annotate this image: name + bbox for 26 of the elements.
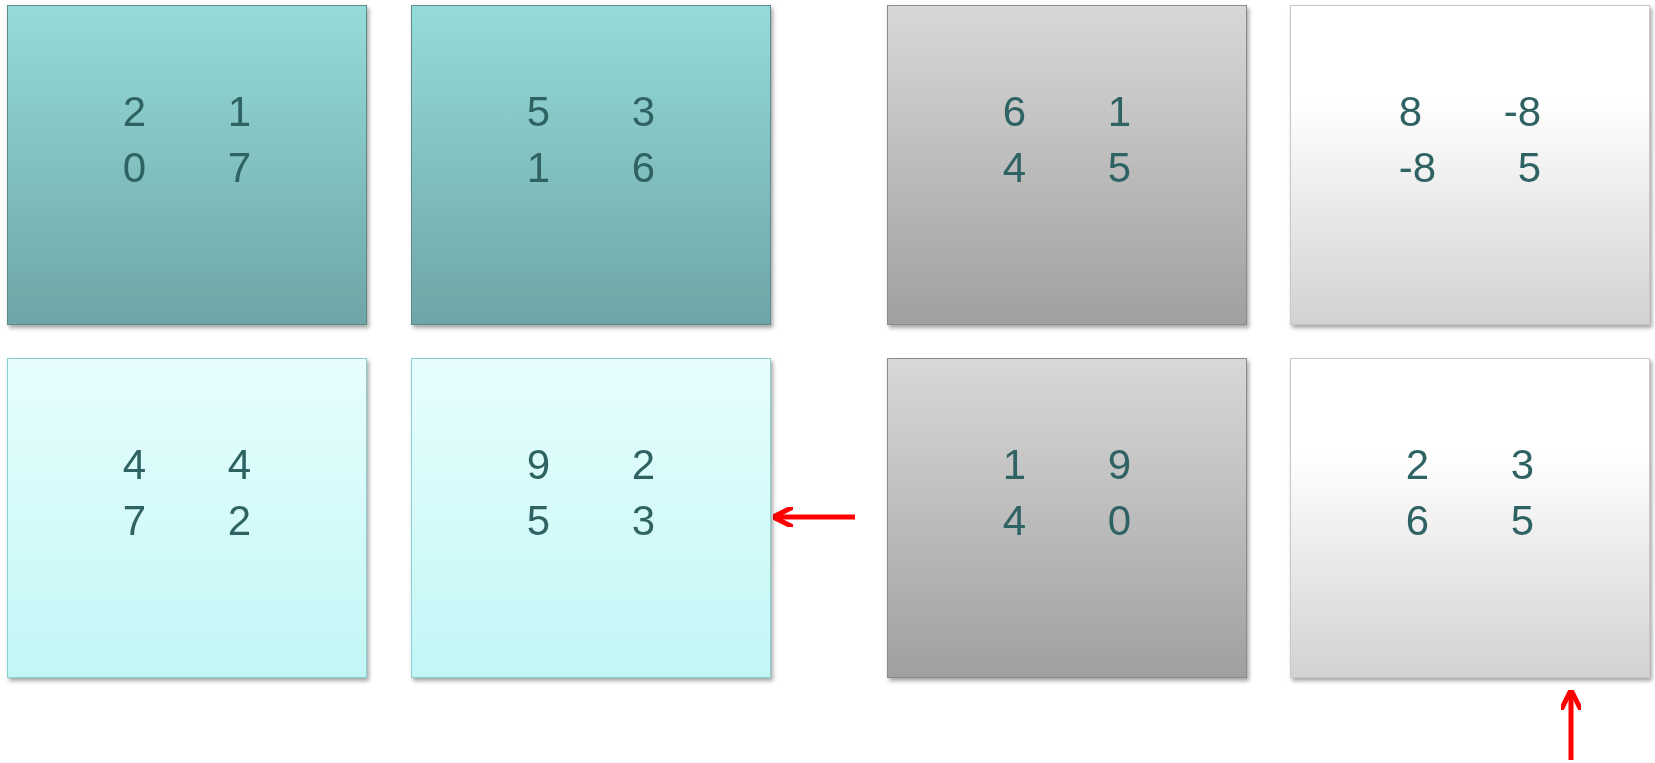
number-card bbox=[7, 5, 367, 325]
number-row-text: 2 3 bbox=[1405, 440, 1535, 490]
number-row-text: 5 3 bbox=[526, 496, 656, 546]
arrow bbox=[1558, 687, 1584, 760]
number-row-text: 5 3 bbox=[526, 87, 656, 137]
number-card bbox=[7, 358, 367, 678]
number-card bbox=[1290, 5, 1650, 325]
number-card bbox=[411, 358, 771, 678]
number-row-text: -8 5 bbox=[1398, 143, 1542, 193]
number-row-text: 2 1 bbox=[122, 87, 252, 137]
number-row-text: 6 5 bbox=[1405, 496, 1535, 546]
number-card bbox=[1290, 358, 1650, 678]
number-row-text: 9 2 bbox=[526, 440, 656, 490]
number-row-text: 7 2 bbox=[122, 496, 252, 546]
number-row-text: 4 0 bbox=[1002, 496, 1132, 546]
number-row-text: 6 1 bbox=[1002, 87, 1132, 137]
number-card bbox=[887, 5, 1247, 325]
number-row-text: 4 4 bbox=[122, 440, 252, 490]
number-row-text: 1 6 bbox=[526, 143, 656, 193]
arrow bbox=[770, 504, 855, 530]
number-card bbox=[411, 5, 771, 325]
number-card bbox=[887, 358, 1247, 678]
number-row-text: 8 -8 bbox=[1398, 87, 1542, 137]
number-row-text: 1 9 bbox=[1002, 440, 1132, 490]
number-row-text: 0 7 bbox=[122, 143, 252, 193]
number-row-text: 4 5 bbox=[1002, 143, 1132, 193]
